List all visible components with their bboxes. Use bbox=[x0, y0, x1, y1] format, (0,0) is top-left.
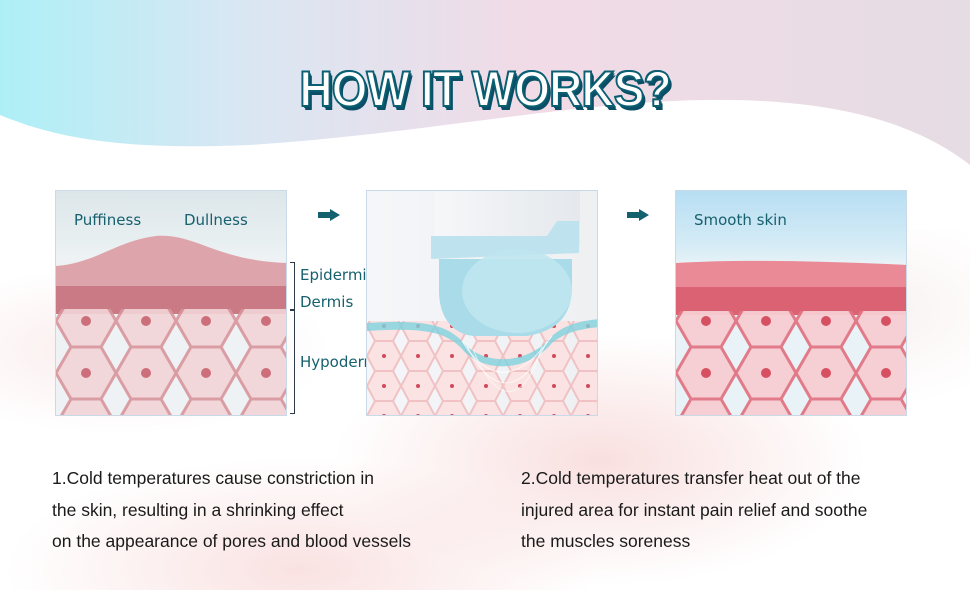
description-2-line: 2.Cold temperatures transfer heat out of… bbox=[521, 468, 861, 488]
label-epidermis: Epidermis bbox=[300, 266, 375, 284]
ice-roller-device-illustration bbox=[367, 191, 597, 415]
description-2: 2.Cold temperatures transfer heat out of… bbox=[521, 463, 867, 558]
page-title: HOW IT WORKS? bbox=[298, 60, 672, 118]
label-dullness: Dullness bbox=[184, 211, 248, 229]
description-1: 1.Cold temperatures cause constriction i… bbox=[52, 463, 411, 558]
skin-layers-illustration bbox=[56, 235, 286, 415]
bottom-border bbox=[0, 590, 970, 600]
smooth-skin-illustration bbox=[676, 260, 906, 415]
description-1-line: on the appearance of pores and blood ves… bbox=[52, 531, 412, 551]
description-2-line: the muscles soreness bbox=[521, 531, 691, 551]
arrow-right-icon bbox=[318, 209, 340, 221]
bracket-epidermis bbox=[290, 262, 295, 310]
panel-after-skin: Smooth skin bbox=[675, 190, 907, 416]
panel-device-roller bbox=[366, 190, 598, 416]
description-2-line: injured area for instant pain relief and… bbox=[521, 499, 868, 520]
arrow-right-icon bbox=[627, 209, 649, 221]
bracket-hypodermis bbox=[290, 310, 295, 414]
description-1-line: the skin, resulting in a shrinking effec… bbox=[52, 499, 344, 520]
label-dermis: Dermis bbox=[300, 293, 354, 311]
header-wave-background bbox=[0, 0, 970, 165]
panel-before-skin: Puffiness Dullness bbox=[55, 190, 287, 416]
label-smooth-skin: Smooth skin bbox=[694, 211, 787, 229]
label-puffiness: Puffiness bbox=[74, 211, 142, 229]
description-1-line: 1.Cold temperatures cause constriction i… bbox=[52, 468, 374, 488]
